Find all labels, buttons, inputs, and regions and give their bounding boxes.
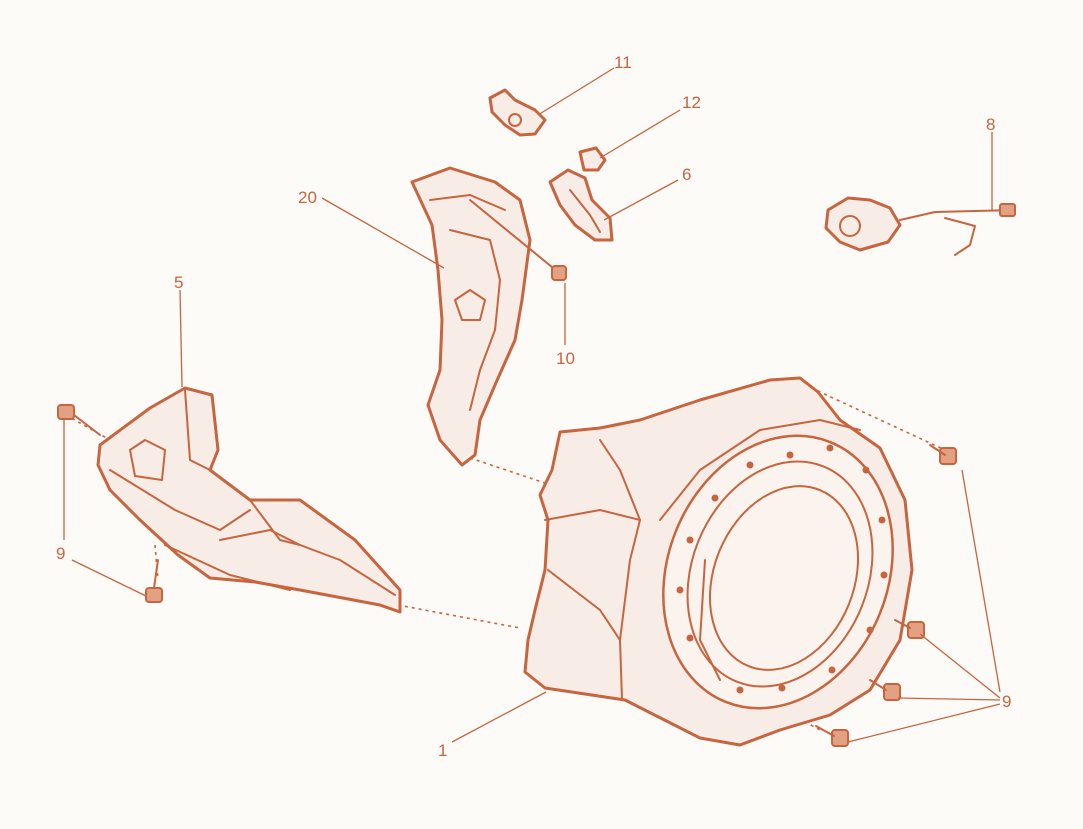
callout-1: 1 <box>438 741 447 760</box>
bolts-part-9 <box>57 404 957 747</box>
callout-10: 10 <box>556 349 575 368</box>
control-bracket <box>410 166 532 467</box>
callout-5: 5 <box>174 273 183 292</box>
clip-part-11 <box>488 88 547 137</box>
shroud-baffle <box>96 386 402 614</box>
blower-housing <box>523 376 914 747</box>
housing-mounting-holes <box>676 444 888 694</box>
callout-9-left: 9 <box>56 544 65 563</box>
callout-12: 12 <box>682 93 701 112</box>
callout-labels: 11 12 6 8 20 10 5 9 1 9 <box>56 53 1011 760</box>
stop-switch-part-8 <box>824 196 1016 256</box>
lever-part-6 <box>548 168 614 242</box>
callout-6: 6 <box>682 165 691 184</box>
callout-8: 8 <box>986 115 995 134</box>
callout-20: 20 <box>298 188 317 207</box>
callout-9-right: 9 <box>1002 692 1011 711</box>
leader-lines <box>63 67 1001 743</box>
nut-part-12 <box>578 146 607 172</box>
callout-11: 11 <box>614 53 632 72</box>
screw-part-10 <box>469 199 567 281</box>
